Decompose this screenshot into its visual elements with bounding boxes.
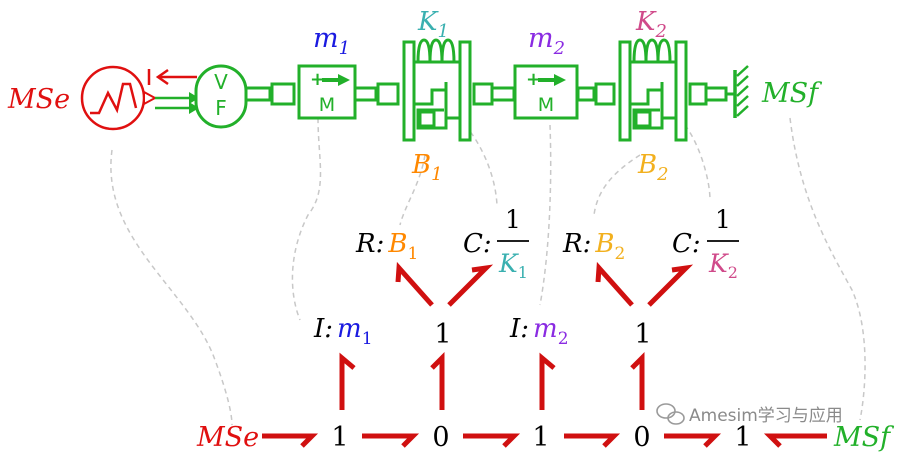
- signal-arrows: [147, 68, 199, 114]
- i2-element: I:m2: [509, 314, 569, 349]
- vf-converter: V F: [194, 64, 248, 129]
- connector-k1: [464, 124, 498, 206]
- c2-element: C: 1 K2: [672, 205, 739, 282]
- junction-1-mid-a: 1: [434, 319, 451, 350]
- junction-1-mid-b: 1: [634, 319, 651, 350]
- bond-1-i2: [539, 352, 556, 410]
- c1-element: C: 1 K1: [463, 205, 529, 282]
- bond-1-0a: [362, 433, 420, 448]
- bond-0b-1: [664, 433, 722, 448]
- damper-2-label: B2: [637, 150, 669, 185]
- mass-block-2: + M: [513, 64, 579, 120]
- bond-mse-1: [262, 433, 319, 448]
- watermark-text: Amesim学习与应用: [689, 406, 843, 426]
- junction-bottom-1a: 1: [331, 422, 348, 453]
- mass-2-label: m2: [528, 23, 565, 59]
- junction-bottom-0a: 0: [432, 422, 449, 453]
- connector-m1: [291, 117, 322, 321]
- port-connectors: [244, 82, 728, 106]
- connector-m2: [539, 124, 552, 306]
- svg-text:+: +: [526, 69, 541, 90]
- spring-damper-2: [618, 38, 688, 142]
- bond-1mid-r2: [595, 261, 634, 307]
- connector-mse: [110, 149, 233, 426]
- spring-damper-1: [402, 38, 472, 142]
- svg-text:K2: K2: [708, 249, 738, 282]
- junction-bottom-0b: 0: [633, 422, 650, 453]
- mse-label: MSe: [7, 84, 70, 115]
- bond-0b-1mid: [630, 351, 645, 410]
- bond-0a-1: [463, 433, 521, 448]
- connector-lines: [110, 117, 866, 426]
- svg-text:K1: K1: [498, 249, 528, 282]
- r1-element: R:B1: [355, 229, 418, 264]
- spring-1-label: K1: [417, 7, 449, 42]
- bond-msf-1: [763, 433, 827, 448]
- junction-bottom-1b: 1: [532, 422, 549, 453]
- bottom-mse: MSe: [196, 422, 259, 453]
- svg-text:+: +: [310, 69, 325, 90]
- msf-label: MSf: [761, 78, 822, 109]
- spring-2-label: K2: [635, 7, 667, 42]
- schematic: MSe V F: [7, 7, 822, 185]
- bonds: [262, 261, 827, 448]
- connector-b2: [593, 154, 641, 216]
- watermark: Amesim学习与应用: [656, 403, 843, 426]
- junction-bottom-1c: 1: [734, 422, 751, 453]
- svg-text:1: 1: [505, 205, 521, 234]
- bond-0a-1mid: [430, 351, 445, 410]
- bond-1mid-c1: [447, 264, 494, 307]
- connector-msf: [789, 117, 866, 421]
- mass-1-block-label: M: [319, 94, 335, 116]
- vf-bottom-label: F: [215, 96, 227, 120]
- svg-text:C:: C:: [463, 229, 492, 259]
- mass-1-label: m1: [313, 23, 350, 59]
- vf-top-label: V: [214, 70, 228, 94]
- mass-2-block-label: M: [538, 94, 554, 116]
- bond-1-0b: [564, 433, 621, 448]
- r2-element: R:B2: [562, 229, 625, 264]
- bond-1mid-c2: [647, 264, 694, 307]
- wechat-icon: [656, 403, 685, 425]
- svg-text:1: 1: [715, 205, 731, 234]
- bond-graph: R:B1 C: 1 K1 R:B2 C: 1 K2 I:m1 1 I:m2 1 …: [196, 205, 894, 453]
- bottom-msf: MSf: [833, 422, 894, 453]
- damper-1-label: B1: [411, 150, 443, 185]
- bond-1mid-r1: [395, 261, 434, 307]
- mass-block-1: + M: [297, 64, 357, 120]
- fixed-wall-icon: [726, 65, 749, 118]
- i1-element: I:m1: [313, 314, 373, 349]
- svg-text:C:: C:: [672, 229, 701, 259]
- connector-k2: [684, 124, 711, 201]
- signal-source-icon: [80, 65, 158, 131]
- bond-1-i1: [339, 352, 356, 410]
- connector-b1: [399, 154, 426, 226]
